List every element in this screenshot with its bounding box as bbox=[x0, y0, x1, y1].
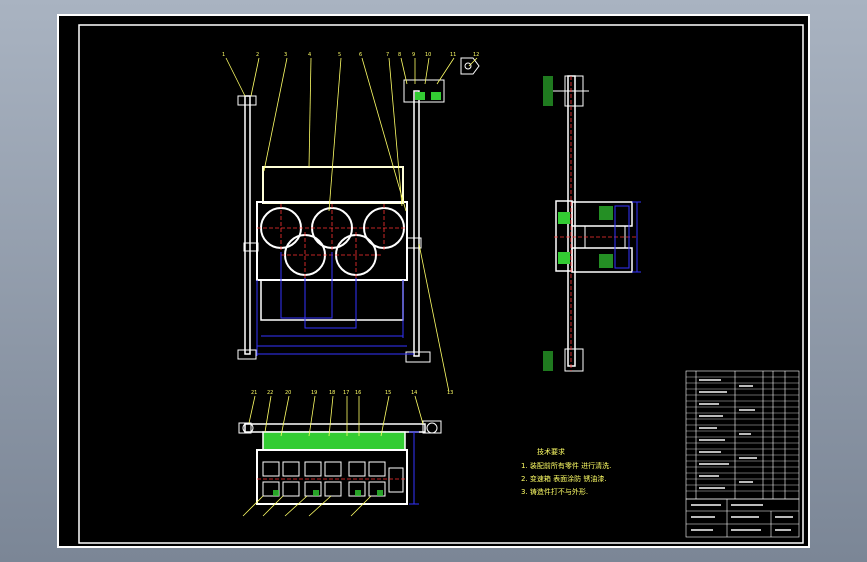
bom-rows bbox=[686, 376, 799, 492]
svg-text:11: 11 bbox=[450, 52, 456, 58]
plan-view: 21 22 20 19 18 17 16 15 14 bbox=[238, 390, 442, 517]
svg-text:8: 8 bbox=[398, 52, 401, 58]
svg-text:9: 9 bbox=[412, 52, 415, 58]
svg-text:1: 1 bbox=[222, 52, 225, 58]
cad-drawing-canvas: 1 2 3 4 5 6 7 8 9 10 11 12 13 bbox=[78, 24, 804, 544]
svg-text:22: 22 bbox=[267, 390, 273, 396]
svg-text:4: 4 bbox=[308, 52, 311, 58]
svg-text:2: 2 bbox=[256, 52, 259, 58]
tech-req-item-3: 3. 铸造件打不与外形. bbox=[521, 487, 588, 496]
svg-text:3: 3 bbox=[284, 52, 287, 58]
tech-req-item-1: 1. 装配前所有零件 进行清洗. bbox=[521, 461, 611, 470]
title-block-marks bbox=[691, 504, 793, 531]
svg-text:10: 10 bbox=[425, 52, 431, 58]
svg-text:12: 12 bbox=[473, 52, 479, 58]
front-view: 1 2 3 4 5 6 7 8 9 10 11 12 13 bbox=[222, 52, 480, 396]
bom-row-marks bbox=[699, 379, 757, 489]
technical-requirements: 技术要求 1. 装配前所有零件 进行清洗. 2. 变速箱 表面涂防 锈油漆. 3… bbox=[521, 447, 611, 496]
svg-text:14: 14 bbox=[411, 390, 417, 396]
svg-text:17: 17 bbox=[343, 390, 349, 396]
svg-text:20: 20 bbox=[285, 390, 291, 396]
svg-text:19: 19 bbox=[311, 390, 317, 396]
svg-text:6: 6 bbox=[359, 52, 362, 58]
bom-table bbox=[685, 370, 800, 500]
side-view bbox=[543, 75, 641, 372]
svg-text:5: 5 bbox=[338, 52, 341, 58]
svg-text:15: 15 bbox=[385, 390, 391, 396]
svg-text:16: 16 bbox=[355, 390, 361, 396]
tech-req-item-2: 2. 变速箱 表面涂防 锈油漆. bbox=[521, 474, 607, 483]
tech-req-title: 技术要求 bbox=[537, 447, 565, 456]
svg-text:7: 7 bbox=[386, 52, 389, 58]
svg-text:21: 21 bbox=[251, 390, 257, 396]
svg-text:13: 13 bbox=[447, 390, 453, 396]
title-block bbox=[685, 498, 800, 538]
inner-frame bbox=[78, 24, 804, 544]
drawing-sheet: 1 2 3 4 5 6 7 8 9 10 11 12 13 bbox=[57, 14, 810, 548]
svg-text:18: 18 bbox=[329, 390, 335, 396]
